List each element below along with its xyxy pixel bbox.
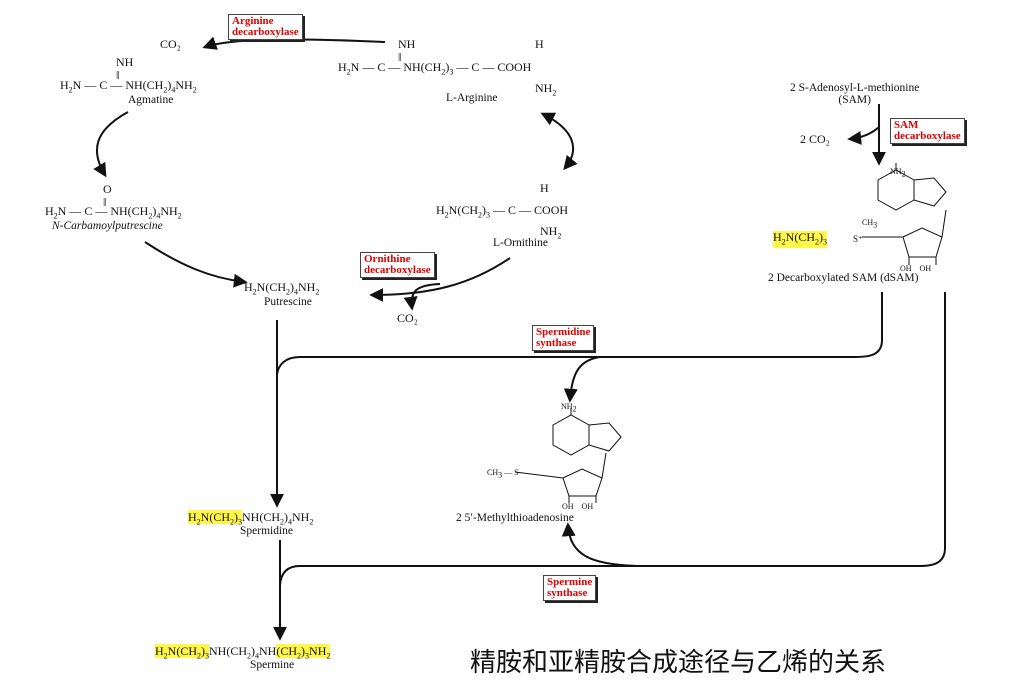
spermine-name: Spermine: [250, 659, 295, 671]
agmatine-formula: H2N — C — NH(CH2)4NH2: [60, 78, 197, 95]
arginine-h: H: [535, 37, 544, 51]
ring-structures: [514, 163, 947, 503]
enzyme-spermine-synthase: Spermine synthase: [543, 575, 597, 601]
mta-nh2: NH2: [561, 402, 577, 414]
enzyme-spermidine-synthase: Spermidine synthase: [532, 325, 595, 351]
arginine-name: L-Arginine: [446, 92, 498, 104]
arginine-imine: NH‖: [398, 37, 416, 64]
dsam-ch3: CH3: [862, 218, 878, 230]
enzyme-arginine-decarboxylase: Arginine decarboxylase: [228, 14, 303, 40]
mta-name: 2 5′-Methylthioadenosine: [456, 512, 574, 524]
agmatine-name: Agmatine: [128, 94, 174, 106]
arrow-orn-co2: [403, 283, 441, 311]
dsam-nh2: NH2: [890, 167, 906, 179]
agmatine-structure: NH‖: [116, 55, 134, 82]
sam-name: 2 S-Adenosyl-L-methionine (SAM): [790, 82, 920, 106]
putrescine-formula: H2N(CH2)4NH2: [244, 280, 320, 297]
arrow-ornithine-putrescine: [369, 257, 511, 302]
co2-sam: 2 CO₂: [800, 132, 830, 146]
spermidine-formula: H2N(CH2)3NH(CH2)4NH2: [188, 510, 314, 527]
arrow-carbamoyl-putrescine: [144, 241, 248, 288]
mta-oh: OH OH: [562, 502, 594, 511]
carbamoyl-oxygen: O‖: [103, 182, 112, 209]
arrow-arg-co2: [202, 36, 386, 50]
arrow-to-mta-2: [561, 522, 641, 567]
arginine-formula: H2N — C — NH(CH2)3 — C — COOH: [338, 60, 532, 77]
ornithine-name: L-Ornithine: [493, 237, 548, 249]
ornithine-nh2: NH2: [540, 224, 562, 241]
ornithine-formula: H2N(CH2)3 — C — COOH: [436, 203, 569, 220]
carbamoyl-name: N-Carbamoylputrescine: [52, 220, 163, 232]
slide-caption: 精胺和亚精胺合成途径与乙烯的关系: [470, 648, 887, 678]
arrow-dsam-spermine: [279, 292, 946, 586]
arrow-to-mta-1: [563, 356, 601, 403]
ornithine-h: H: [540, 181, 549, 195]
enzyme-ornithine-decarboxylase: Ornithine decarboxylase: [360, 252, 435, 278]
spermine-formula: H2N(CH2)3NH(CH2)4NH(CH2)3NH2: [155, 644, 331, 661]
arrow-arginine-ornithine: [540, 112, 578, 171]
carbamoyl-formula: H2N — C — NH(CH2)4NH2: [45, 204, 182, 221]
dsam-oh: OH OH: [900, 264, 932, 273]
arrow-sam-co2: [847, 126, 880, 145]
arrow-dsam-spermidine: [276, 292, 883, 376]
enzyme-sam-decarboxylase: SAM decarboxylase: [890, 118, 965, 144]
dsam-name: 2 Decarboxylated SAM (dSAM): [768, 272, 919, 284]
mta-methylthio: CH3 — S: [487, 468, 519, 480]
arginine-nh2: NH2: [535, 81, 557, 98]
co2-ornithine: CO₂: [397, 311, 418, 325]
spermidine-name: Spermidine: [240, 525, 294, 537]
putrescine-name: Putrescine: [264, 296, 312, 308]
dsam-sulfonium: S⁺: [853, 234, 863, 244]
arrow-agmatine-carbamoyl: [93, 111, 129, 178]
dsam-aminopropyl: H2N(CH2)3: [773, 230, 828, 249]
co2-arginine: CO₂: [160, 37, 181, 51]
